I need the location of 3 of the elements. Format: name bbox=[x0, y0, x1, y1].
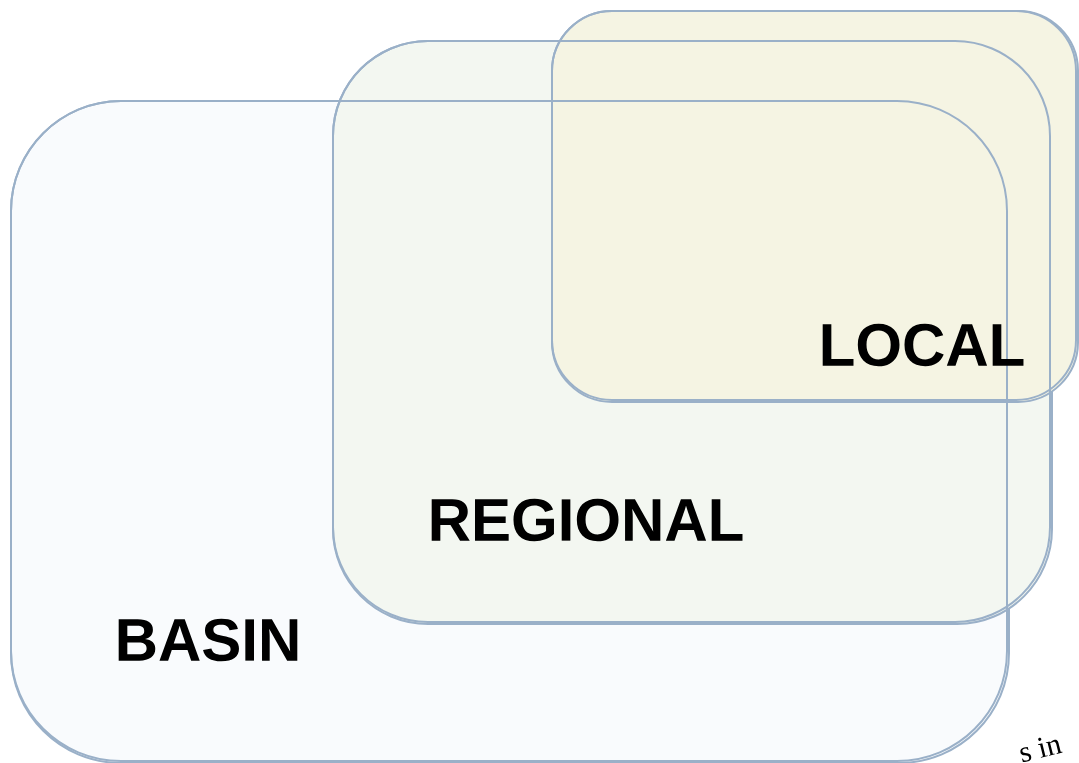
box-label: REGIONAL bbox=[431, 498, 743, 542]
box-label: BASIN bbox=[118, 618, 298, 662]
box-label: LOCAL bbox=[822, 323, 1024, 367]
